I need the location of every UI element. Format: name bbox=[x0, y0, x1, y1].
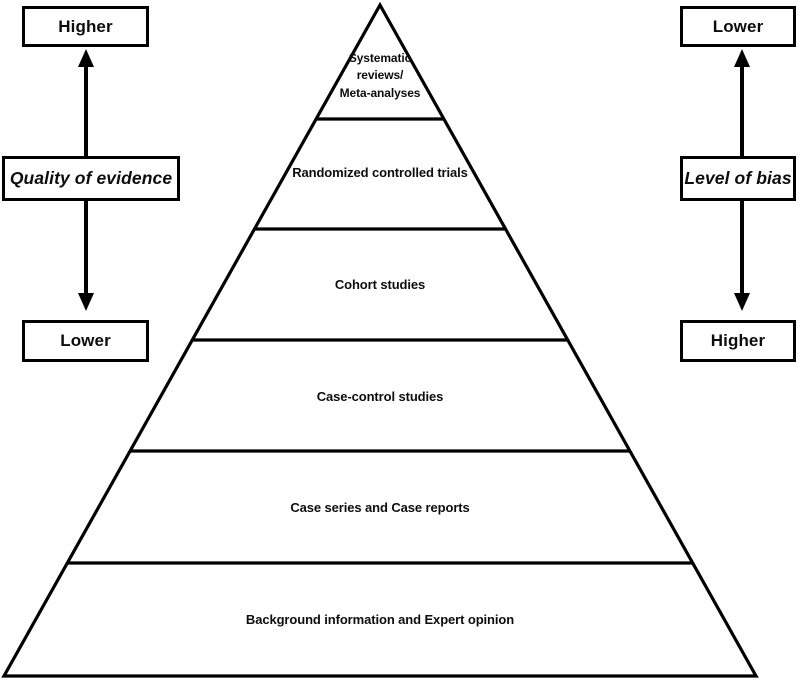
right-axis-up-arrow-icon bbox=[734, 49, 750, 157]
right-axis-bottom-label-box: Higher bbox=[680, 320, 796, 362]
left-axis-title-box: Quality of evidence bbox=[2, 156, 180, 201]
left-axis-bottom-label-box: Lower bbox=[22, 320, 149, 362]
right-axis-title-box: Level of bias bbox=[680, 156, 796, 201]
left-axis-down-arrow-icon bbox=[78, 201, 94, 311]
right-axis-down-arrow-icon bbox=[734, 201, 750, 311]
left-axis-up-arrow-icon bbox=[78, 49, 94, 157]
right-axis-top-label-box: Lower bbox=[680, 6, 796, 47]
left-axis-top-label-box: Higher bbox=[22, 6, 149, 47]
